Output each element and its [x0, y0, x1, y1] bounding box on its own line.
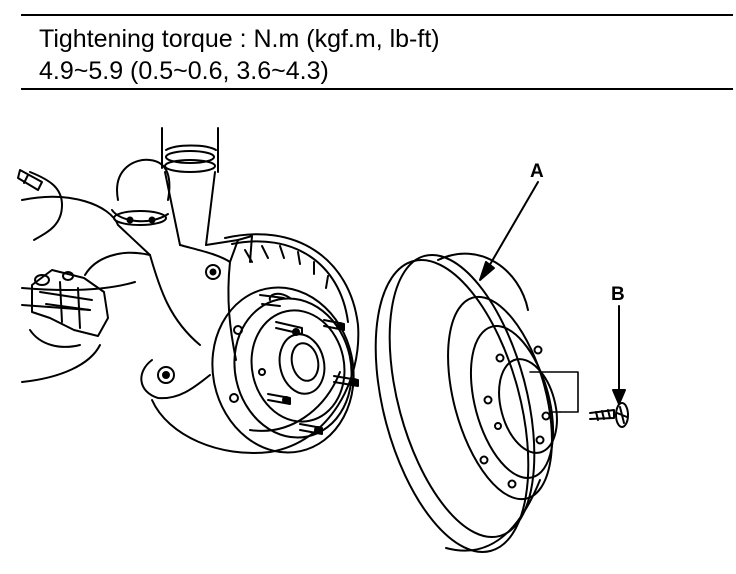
retaining-screw-b: [589, 402, 629, 428]
brake-disc-removal-diagram: A B: [17, 127, 629, 553]
brake-disc-a: [374, 252, 558, 553]
torque-spec-values: 4.9~5.9 (0.5~0.6, 3.6~4.3): [39, 57, 329, 85]
screw-bracket-lines: [529, 371, 579, 413]
callout-arrow-b: [612, 305, 626, 405]
steering-knuckle: [140, 235, 253, 400]
dust-shield: [151, 233, 360, 454]
strut-tube: [161, 127, 219, 246]
brake-caliper: [29, 269, 109, 348]
spring-seat: [111, 158, 171, 226]
torque-spec-heading: Tightening torque : N.m (kgf.m, lb-ft): [39, 25, 440, 53]
callout-label-b: B: [611, 284, 625, 305]
suspension-arm: [21, 195, 151, 383]
callout-label-a: A: [530, 161, 544, 182]
wheel-studs: [267, 319, 359, 435]
torque-spec-box: Tightening torque : N.m (kgf.m, lb-ft) 4…: [21, 14, 733, 90]
sensor-cable: [17, 169, 63, 241]
callout-arrow-a: [479, 181, 539, 281]
